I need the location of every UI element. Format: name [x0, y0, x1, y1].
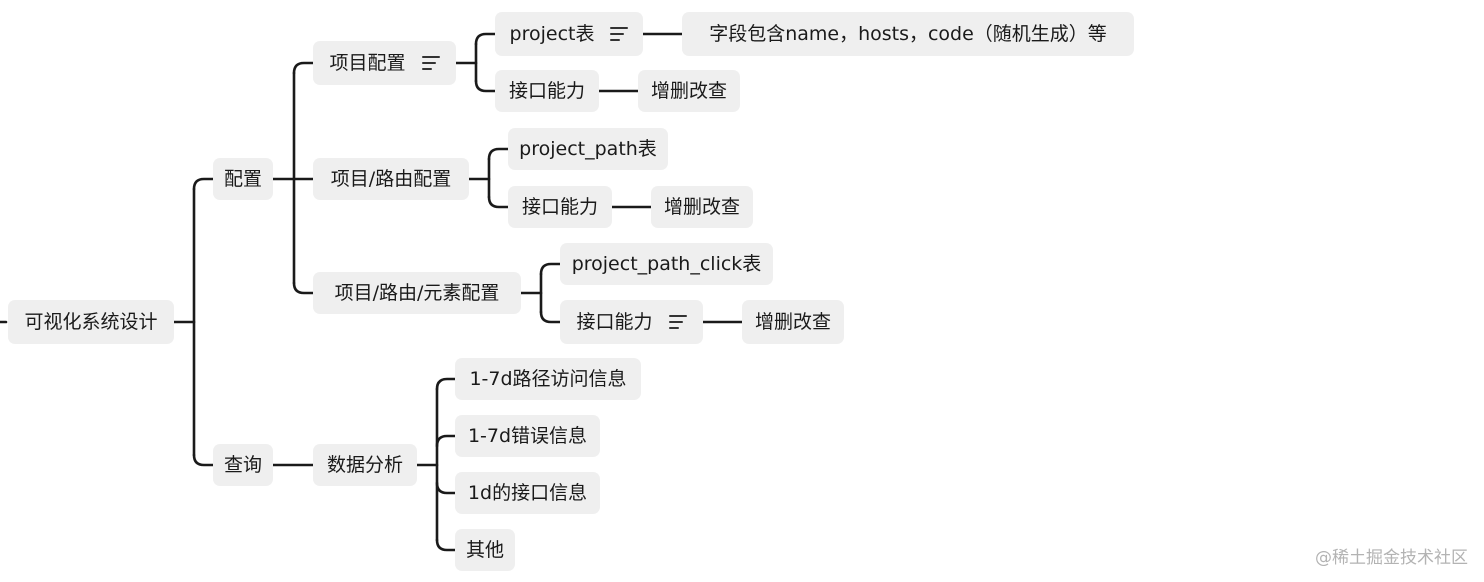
analysis-item-label: 1-7d路径访问信息 — [469, 367, 627, 390]
route-config-label: 项目/路由配置 — [330, 167, 452, 190]
element-api-node[interactable]: 接口能力 — [560, 300, 703, 344]
project-table-note-label: 字段包含name，hosts，code（随机生成）等 — [709, 22, 1107, 45]
element-api-detail-label: 增删改查 — [754, 310, 831, 333]
analysis-branch-arm — [435, 481, 457, 495]
route-api-detail-label: 增删改查 — [663, 195, 740, 218]
analysis-item-errors[interactable]: 1-7d错误信息 — [455, 415, 600, 457]
element-config-label: 项目/路由/元素配置 — [334, 281, 500, 304]
project-table-node[interactable]: project表 — [495, 12, 643, 56]
analysis-item-label: 1-7d错误信息 — [467, 424, 588, 447]
note-lines-icon[interactable] — [668, 315, 687, 329]
analysis-branch-arm — [435, 434, 457, 448]
route-api-label: 接口能力 — [521, 195, 598, 218]
element-api-label: 接口能力 — [576, 310, 653, 333]
project-api-detail-label: 增删改查 — [650, 79, 727, 102]
project-config-label: 项目配置 — [329, 51, 406, 74]
config-node-label: 配置 — [223, 167, 262, 190]
root-branch-arm — [192, 453, 215, 467]
analysis-item-path-visits[interactable]: 1-7d路径访问信息 — [455, 358, 641, 400]
route-branch-arm — [487, 147, 510, 161]
project-api-detail-node[interactable]: 增删改查 — [638, 70, 740, 112]
query-node-label: 查询 — [223, 453, 262, 476]
analysis-branch-arm — [435, 377, 457, 391]
analysis-item-label: 其他 — [465, 538, 504, 561]
project-table-label: project表 — [509, 22, 595, 45]
element-table-label: project_path_click表 — [571, 252, 762, 275]
project-config-node[interactable]: 项目配置 — [313, 41, 456, 85]
analysis-label: 数据分析 — [326, 453, 403, 476]
route-branch-arm — [487, 195, 510, 209]
config-branch-arm — [292, 281, 315, 295]
element-branch-arm — [539, 310, 562, 324]
element-table-node[interactable]: project_path_click表 — [560, 243, 773, 285]
route-api-node[interactable]: 接口能力 — [508, 186, 612, 228]
route-table-node[interactable]: project_path表 — [508, 128, 668, 170]
element-config-node[interactable]: 项目/路由/元素配置 — [313, 272, 521, 314]
analysis-node[interactable]: 数据分析 — [313, 444, 417, 486]
note-lines-icon[interactable] — [610, 27, 629, 41]
project-branch-arm — [474, 79, 497, 93]
watermark: @稀土掘金技术社区 — [1315, 548, 1468, 568]
route-table-label: project_path表 — [519, 137, 657, 160]
analysis-item-api-info[interactable]: 1d的接口信息 — [455, 472, 600, 514]
analysis-branch-arm — [435, 538, 457, 552]
element-branch-arm — [539, 262, 562, 276]
route-config-node[interactable]: 项目/路由配置 — [313, 158, 469, 200]
root-branch-arm — [192, 177, 215, 191]
root-node[interactable]: 可视化系统设计 — [8, 300, 174, 344]
analysis-item-label: 1d的接口信息 — [467, 481, 588, 504]
analysis-item-other[interactable]: 其他 — [455, 529, 515, 571]
query-node[interactable]: 查询 — [213, 444, 273, 486]
route-api-detail-node[interactable]: 增删改查 — [651, 186, 753, 228]
root-node-label: 可视化系统设计 — [24, 310, 158, 333]
project-api-label: 接口能力 — [508, 79, 585, 102]
project-api-node[interactable]: 接口能力 — [495, 70, 599, 112]
project-branch-arm — [474, 32, 497, 46]
project-table-note-node[interactable]: 字段包含name，hosts，code（随机生成）等 — [682, 12, 1134, 56]
config-branch-arm — [292, 61, 315, 75]
config-node[interactable]: 配置 — [213, 158, 273, 200]
element-api-detail-node[interactable]: 增删改查 — [742, 300, 844, 344]
note-lines-icon[interactable] — [421, 56, 440, 70]
